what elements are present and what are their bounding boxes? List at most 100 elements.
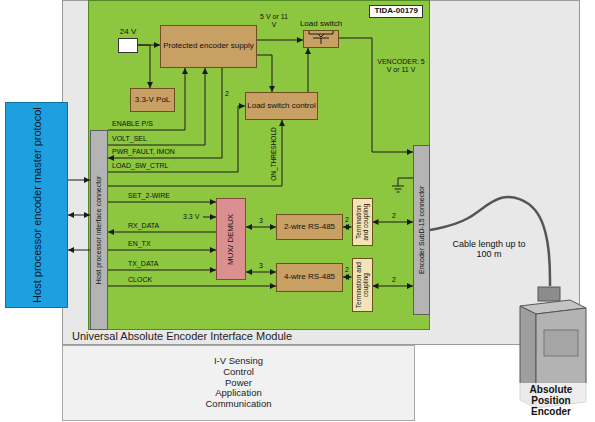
signal-name: SET_2-WIRE (128, 192, 170, 200)
supply-arrow (203, 217, 216, 218)
node-label: Termination and coupling (355, 261, 369, 309)
signal-wire (246, 272, 276, 273)
signal-wire (373, 222, 414, 223)
process-box: Load switch control (245, 92, 318, 120)
signal-wire (108, 68, 185, 130)
node-label: 3.3-V PoL (135, 96, 171, 105)
module-panel: Universal Absolute Encoder Interface Mod… (62, 0, 580, 345)
signal-name: 3 (259, 217, 263, 225)
signal-wire (257, 40, 303, 41)
signal-wire (108, 106, 245, 172)
mosfet-gate-lead (321, 38, 322, 44)
feature-list-box: I-V SensingControlPowerApplicationCommun… (62, 345, 415, 421)
signal-wire (108, 120, 282, 186)
mosfet-channel (309, 34, 333, 35)
signal-wire (108, 68, 222, 158)
node-label: Absolute Position Encoder (512, 383, 590, 418)
encoder-plug (538, 287, 560, 301)
signal-name: ON_THRESHOLD (270, 127, 277, 180)
signal-name: 3 (259, 262, 263, 270)
encoder-label-plate (544, 330, 578, 356)
signal-wire (257, 55, 272, 92)
signal-wire (108, 232, 216, 233)
ground-bars (392, 186, 404, 192)
signal-wire (339, 38, 413, 152)
signal-wire (138, 45, 150, 88)
node-label: Host processor encoder master protocol (30, 105, 42, 305)
supply-label: 3.3 V (183, 213, 199, 221)
host-processor-box: Host processor encoder master protocol (5, 102, 68, 308)
node-label: TIDA-00179 (370, 6, 422, 17)
signal-wire (308, 48, 309, 92)
signal-wire (68, 215, 90, 216)
termination-box: Termination and coupling (352, 258, 373, 312)
signal-wire (108, 68, 205, 145)
process-box: 3.3-V PoL (130, 88, 175, 112)
cable-note: Cable length up to 100 m (448, 240, 530, 260)
signal-name: 2 (345, 266, 349, 274)
input-terminal: 24 V (118, 38, 138, 53)
list-item: I-V Sensing (214, 356, 263, 367)
mosfet-diode (318, 34, 324, 37)
node-label: 2-wire RS-485 (284, 223, 335, 232)
node-label: Load switch (300, 20, 342, 29)
signal-wire (108, 270, 216, 271)
signal-name: TX_DATA (128, 260, 158, 268)
encoder-left-face (520, 306, 536, 408)
node-label: Termination and coupling (355, 201, 369, 243)
connector-bar: Host processor interface connector (90, 130, 108, 330)
mosfet-symbol (309, 31, 333, 44)
signal-name: EN_TX (128, 240, 151, 248)
signal-wire (108, 250, 216, 251)
mosfet-gate (313, 38, 329, 39)
encoder-box: Absolute Position Encoder (512, 286, 590, 420)
encoder-top-face (520, 300, 586, 314)
signal-name: VOLT_SEL (112, 135, 147, 143)
signal-wire (343, 227, 352, 228)
signal-name: 5 V or 11 V (257, 13, 291, 28)
signal-name: 2 (392, 212, 396, 220)
signal-wire (108, 286, 276, 287)
list-item: Power (225, 378, 252, 389)
bus-width: 2 (225, 90, 229, 98)
list-item: Control (223, 367, 254, 378)
list-item: Application (215, 388, 261, 399)
signal-name: CLOCK (128, 276, 152, 284)
node-label: Protected encoder supply (163, 42, 254, 51)
signal-name: ENABLE P/S (112, 120, 153, 128)
signal-name: LOAD_SW_CTRL (112, 162, 168, 170)
switch-box: Load switch (303, 30, 339, 48)
host-link-wire (68, 180, 90, 181)
connector-bar: Encoder SubD-15 connector (413, 145, 430, 315)
ground-symbol (392, 178, 413, 192)
signal-name: RX_DATA (128, 222, 159, 230)
node-label: 4-wire RS-485 (284, 273, 335, 282)
node-label: MUX/ DEMUX (227, 201, 236, 277)
node-label: Host processor interface connector (95, 133, 103, 327)
node-label: Load switch control (247, 102, 315, 111)
process-box: Protected encoder supply (160, 25, 257, 68)
encoder-cable (430, 197, 550, 286)
node-label: Universal Absolute Encoder Interface Mod… (72, 330, 292, 342)
list-item: Communication (206, 399, 272, 410)
signal-name: PWR_FAULT, IMON (112, 148, 175, 156)
mux-box: MUX/ DEMUX (216, 198, 246, 280)
node-label: Encoder SubD-15 connector (418, 148, 426, 312)
termination-box: Termination and coupling (352, 198, 373, 246)
signal-wire (246, 227, 276, 228)
ground-wire (398, 178, 413, 186)
signal-name: VENCODER: 5 V or 11 V (376, 58, 426, 73)
signal-wire (373, 286, 414, 287)
host-link-wire (68, 250, 90, 251)
signal-wire (138, 45, 160, 46)
signal-name: 2 (345, 216, 349, 224)
encoder-front-face (536, 308, 586, 408)
mosfet-terminals (309, 31, 333, 34)
signal-name: 2 (392, 276, 396, 284)
signal-wire (343, 277, 352, 278)
node-label: 24 V (120, 28, 136, 37)
transceiver-box: 4-wire RS-485 (276, 263, 343, 292)
encoder-illustration (520, 287, 586, 408)
transceiver-box: 2-wire RS-485 (276, 214, 343, 240)
